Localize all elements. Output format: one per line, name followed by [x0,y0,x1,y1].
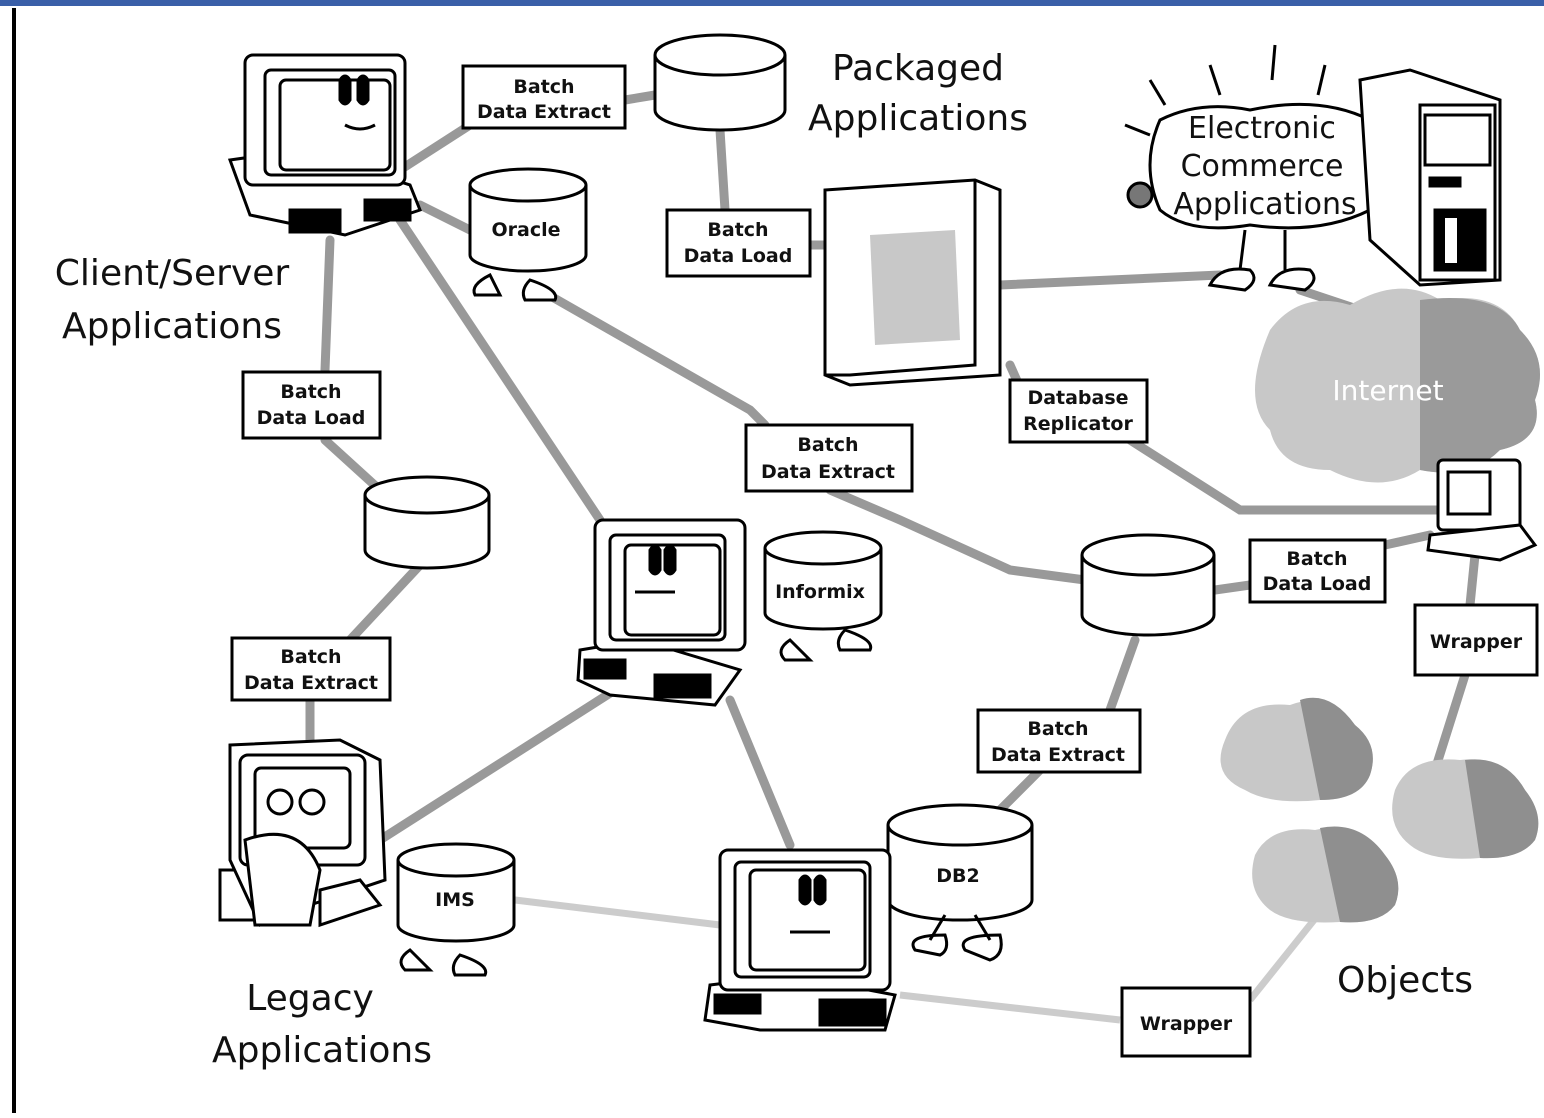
extract-top-line1: Batch [513,76,574,98]
connector-lines [305,90,1480,850]
client-server-caption-line2: Applications [62,306,282,347]
wrapper-right-box: Wrapper [1413,603,1539,677]
extract-center-line1: Batch [797,434,858,456]
extract-center-line2: Data Extract [761,461,895,483]
oracle-database-icon [468,167,588,302]
load-left-box: Batch Data Load [241,370,382,440]
extract-top-line2: Data Extract [477,101,611,123]
extract-bottom-line1: Batch [1027,718,1088,740]
db2-label: DB2 [936,865,979,887]
load-right-box: Batch Data Load [1248,538,1387,604]
load-packaged-line2: Data Load [684,245,793,267]
extract-top-box: Batch Data Extract [461,64,627,130]
ecommerce-caption-line1: Electronic [1188,111,1336,146]
client-server-computer-icon [227,53,422,237]
top-bar [0,0,1544,6]
object-cloud [1220,697,1373,802]
staging-database-icon [363,475,491,570]
internet-cloud: Internet [1255,288,1540,483]
extract-center-box: Batch Data Extract [744,423,914,493]
db2-database-icon [886,803,1034,962]
replicator-box: Database Replicator [1008,378,1149,444]
packaged-database-icon [653,33,787,132]
objects-caption: Objects [1337,960,1473,1001]
ims-label: IMS [435,889,475,911]
replicator-line2: Replicator [1023,413,1133,435]
packaged-caption-line1: Packaged [832,48,1004,89]
load-packaged-line1: Batch [707,219,768,241]
data-warehouse-server-icon [823,178,1002,387]
legacy-terminal-icon [218,738,387,928]
oracle-label: Oracle [491,219,560,241]
wrapper-bottom-label: Wrapper [1140,1013,1233,1035]
object-cloud [1252,826,1399,923]
extract-left-box: Batch Data Extract [230,636,392,702]
internet-label: Internet [1332,374,1443,407]
tower-server-icon [1358,68,1502,287]
extract-left-line1: Batch [280,646,341,668]
wrapper-bottom-box: Wrapper [1120,986,1252,1058]
client-server-caption-line1: Client/Server [55,253,290,294]
wrapper-right-label: Wrapper [1430,631,1523,653]
legacy-caption-line1: Legacy [246,978,374,1019]
packaged-caption-line2: Applications [808,98,1028,139]
load-right-line1: Batch [1286,548,1347,570]
load-right-line2: Data Load [1263,573,1372,595]
extract-bottom-line2: Data Extract [991,744,1125,766]
bottom-workstation-icon [703,848,897,1032]
load-left-line1: Batch [280,381,341,403]
load-left-line2: Data Load [257,407,366,429]
ecommerce-caption-line3: Applications [1173,187,1356,222]
ims-database-icon [396,842,516,977]
load-packaged-box: Batch Data Load [665,208,812,278]
informix-database-icon [763,530,883,662]
center-workstation-icon [576,518,747,707]
replicator-line1: Database [1027,387,1128,409]
legacy-caption-line2: Applications [212,1030,432,1071]
object-cloud [1392,759,1539,859]
web-client-icon [1426,458,1538,562]
extract-bottom-box: Batch Data Extract [976,708,1142,774]
ecommerce-caption-line2: Commerce [1181,149,1344,184]
warehouse-database-icon [1080,533,1216,637]
informix-label: Informix [775,581,865,603]
extract-left-line2: Data Extract [244,672,378,694]
